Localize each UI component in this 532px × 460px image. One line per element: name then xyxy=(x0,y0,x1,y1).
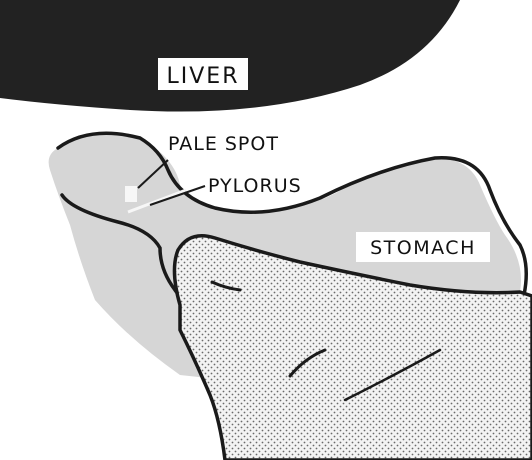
pale-spot-mark xyxy=(125,186,137,202)
stomach-label: STOMACH xyxy=(370,237,476,259)
pylorus-label: PYLORUS xyxy=(208,175,302,197)
liver-label: LIVER xyxy=(167,64,240,89)
pale-spot-label: PALE SPOT xyxy=(168,133,279,155)
